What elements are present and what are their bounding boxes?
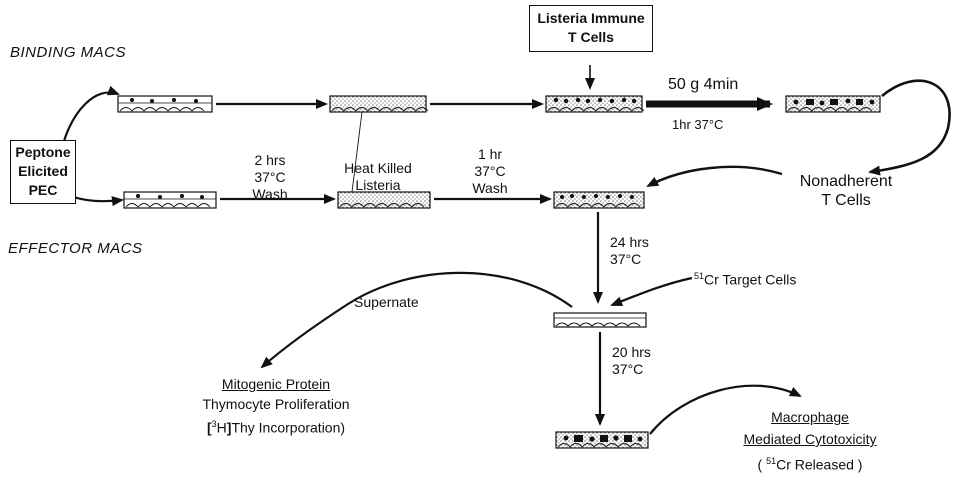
target-cells-isotope: 51 (694, 271, 705, 281)
wash1-temp: 37°C (254, 169, 286, 185)
wash2-wash: Wash (472, 180, 508, 196)
binding-dish-4-spun (785, 95, 881, 113)
wash2-temp: 37°C (474, 163, 506, 179)
effector-dish-2-listeria (337, 191, 431, 209)
curve-to-cytotoxicity (649, 384, 802, 435)
nonadherent-line-2: T Cells (821, 192, 871, 209)
effector-macs-label: EFFECTOR MACS (8, 240, 143, 257)
listeria-immune-tcells-box: Listeria Immune T Cells (529, 5, 653, 52)
immune-line-2: T Cells (568, 29, 614, 45)
heat-killed-line-2: Listeria (355, 177, 401, 193)
cytotoxicity-line-1: Macrophage (771, 409, 849, 425)
effector-dish-1 (123, 191, 217, 209)
final-dish (555, 431, 649, 449)
nonadherent-line-1: Nonadherent (799, 173, 893, 190)
heat-killed-listeria-label: Heat Killed Listeria (336, 160, 420, 194)
mitogenic-title: Mitogenic Protein (221, 376, 331, 392)
pec-line-1: Peptone (15, 144, 71, 160)
cytotoxicity-line-3-text: Cr Released ) (776, 456, 863, 473)
binding-dish-2-listeria (329, 95, 429, 113)
incubate-24-label: 24 hrs 37°C (610, 234, 649, 268)
mitogenic-protein-block: Mitogenic Protein Thymocyte Proliferatio… (186, 374, 366, 438)
wash1-time: 2 hrs (254, 152, 286, 168)
immune-line-1: Listeria Immune (537, 10, 645, 26)
curve-target-cells (610, 276, 693, 307)
binding-macs-label: BINDING MACS (10, 44, 127, 61)
wash2-label: 1 hr 37°C Wash (460, 146, 520, 197)
target-cells-label: 51Cr Target Cells (694, 268, 796, 289)
spin-label: 50 g 4min (668, 76, 739, 93)
curve-nonadherent-to-effector (646, 165, 783, 188)
target-cells-text: Cr Target Cells (704, 271, 797, 288)
mitogenic-line-3: [3H]Thy Incorporation) (206, 419, 346, 436)
pec-line-3: PEC (28, 182, 58, 198)
wash2-time: 1 hr (477, 146, 503, 162)
heat-killed-line-1: Heat Killed (344, 160, 412, 176)
effector-dish-3-with-nonadherent (553, 191, 645, 209)
wash1-label: 2 hrs 37°C Wash (240, 152, 300, 203)
pec-line-2: Elicited (18, 163, 68, 179)
cytotoxicity-paren-open: ( (757, 456, 767, 473)
curve-supernate (260, 271, 573, 369)
peptone-pec-box: Peptone Elicited PEC (10, 140, 76, 204)
wash1-wash: Wash (252, 186, 288, 202)
cytotoxicity-line-3: ( 51Cr Released ) (726, 450, 894, 476)
tritium-superscript: 3 (211, 419, 217, 429)
incubate-20-label: 20 hrs 37°C (612, 344, 651, 378)
cytotoxicity-line-2: Mediated Cytotoxicity (743, 431, 877, 447)
curve-pec-to-binding (60, 85, 120, 149)
incubate-20-temp: 37°C (612, 361, 644, 377)
incubate-24-time: 24 hrs (610, 234, 649, 250)
incubate-20-time: 20 hrs (612, 344, 651, 360)
binding-dish-3-with-tcells (545, 95, 645, 113)
cytotoxicity-block: Macrophage Mediated Cytotoxicity ( 51Cr … (726, 406, 894, 476)
mitogenic-line-2: Thymocyte Proliferation (202, 396, 350, 412)
cr-isotope-superscript: 51 (766, 456, 777, 466)
listeria-connector-line (351, 111, 363, 193)
dish-after-24hrs (553, 312, 647, 328)
binding-dish-1 (117, 95, 213, 113)
supernate-label: Supernate (354, 294, 419, 310)
spin-incubation-label: 1hr 37°C (672, 117, 724, 132)
incubate-24-temp: 37°C (610, 251, 642, 267)
mitogenic-line-3-text: Thy Incorporation) (231, 419, 346, 436)
curve-spun-to-nonadherent (868, 79, 951, 176)
nonadherent-tcells-label: Nonadherent T Cells (786, 172, 906, 210)
